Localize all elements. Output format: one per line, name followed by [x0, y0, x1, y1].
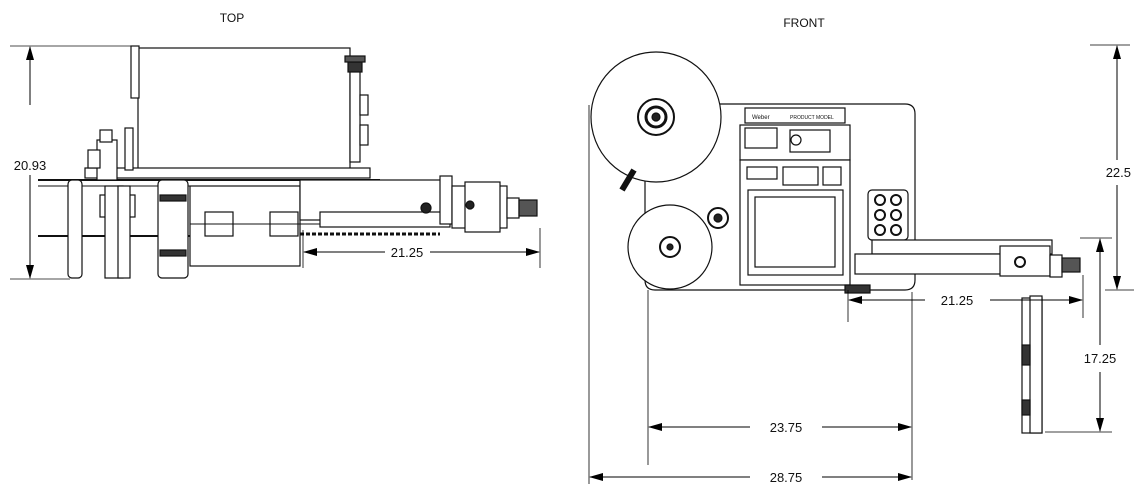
dim-top-height: 20.93 [14, 158, 47, 173]
dim-front-height-lower: 17.25 [1084, 351, 1117, 366]
top-dimensions [26, 46, 541, 279]
dim-front-width-overall: 28.75 [770, 470, 803, 485]
dim-front-width-body: 23.75 [770, 420, 803, 435]
dim-top-width: 21.25 [391, 245, 424, 260]
top-view [10, 45, 538, 280]
front-dimensions [588, 44, 1134, 484]
top-view-title: TOP [220, 11, 244, 25]
brand-text: Weber [752, 115, 770, 121]
dim-front-height-upper: 22.5 [1106, 165, 1131, 180]
dim-front-width-applicator: 21.25 [941, 293, 974, 308]
roller [67, 179, 83, 279]
front-view-title: FRONT [783, 16, 825, 30]
front-view: Weber PRODUCT MODEL [590, 51, 1081, 434]
model-text: PRODUCT MODEL [790, 115, 834, 121]
printer-enclosure [137, 47, 351, 172]
